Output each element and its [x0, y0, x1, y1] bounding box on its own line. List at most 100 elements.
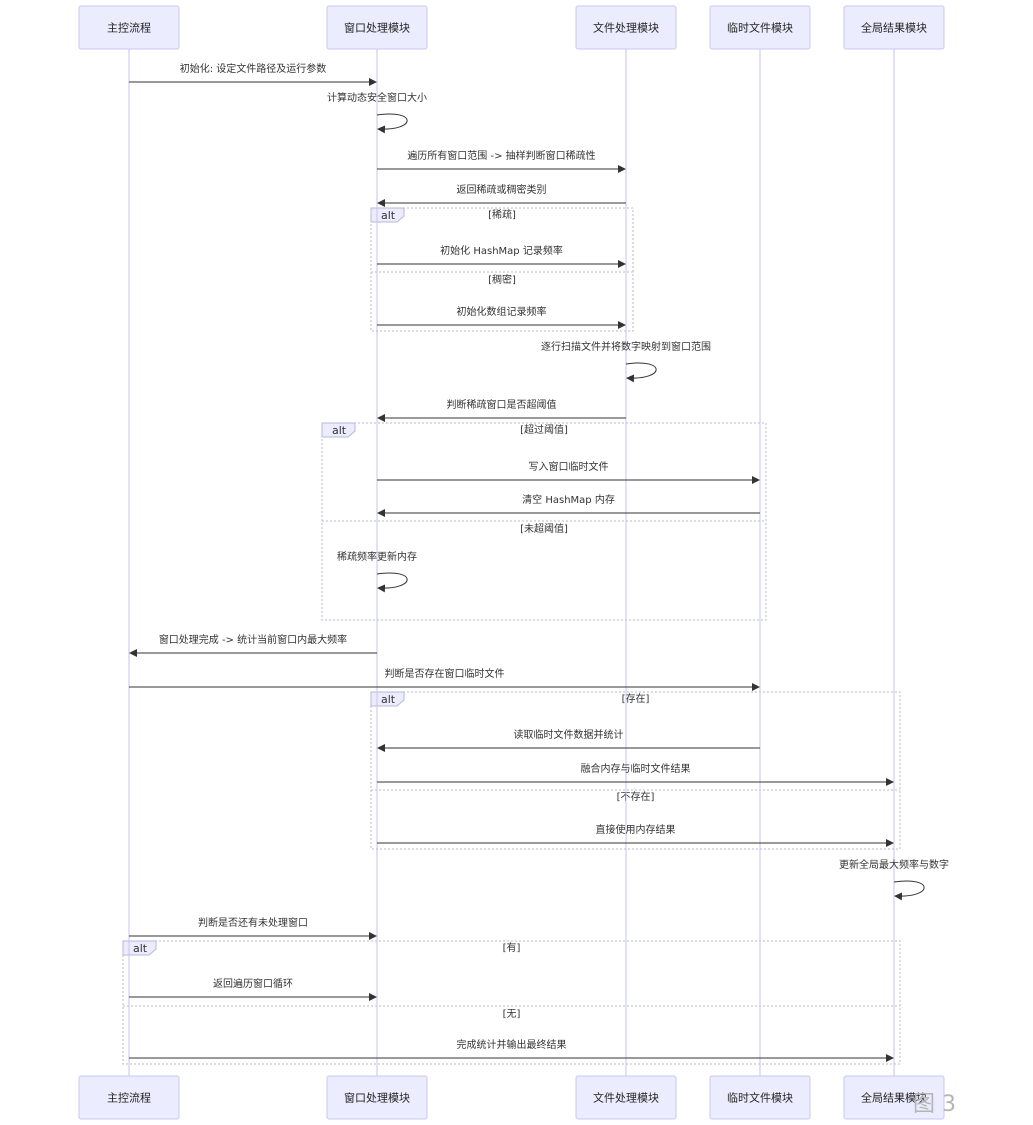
fragment-tab [370, 691, 405, 707]
actor-label: 临时文件模块 [727, 1091, 793, 1105]
message-9: 清空 HashMap 内存 [377, 493, 760, 517]
actor-top-3: 临时文件模块 [709, 5, 811, 50]
message-label: 直接使用内存结果 [596, 823, 676, 836]
message-13: 读取临时文件数据并统计 [377, 728, 760, 752]
message-17: 判断是否还有未处理窗口 [129, 916, 377, 940]
message-label: 更新全局最大频率与数字 [839, 858, 949, 871]
message-label: 融合内存与临时文件结果 [581, 762, 691, 775]
actor-bottom-0: 主控流程 [78, 1075, 180, 1120]
actor-label: 临时文件模块 [727, 21, 793, 35]
actor-label: 全局结果模块 [861, 21, 927, 35]
fragment-condition: [无] [503, 1009, 521, 1020]
fragment-condition: [存在] [622, 692, 650, 705]
self-message-arrow [376, 113, 408, 134]
alt-fragment-2: alt [存在] [不存在] [370, 691, 901, 850]
fragment-border [370, 691, 901, 850]
fragment-condition: [未超阈值] [520, 522, 568, 535]
alt-fragment-0: alt [稀疏] [稠密] [370, 207, 634, 332]
fragment-type-label: alt [381, 209, 396, 222]
message-label: 写入窗口临时文件 [529, 460, 609, 473]
message-5: 初始化数组记录频率 [377, 305, 626, 329]
message-4: 初始化 HashMap 记录频率 [377, 244, 626, 268]
message-2: 遍历所有窗口范围 -> 抽样判断窗口稀疏性 [377, 149, 626, 173]
message-19: 完成统计并输出最终结果 [129, 1038, 894, 1062]
fragment-condition: [超过阈值] [520, 423, 568, 436]
actor-top-4: 全局结果模块 [843, 5, 945, 50]
alt-fragment-3: alt [有] [无] [122, 940, 901, 1065]
message-16: 更新全局最大频率与数字 [839, 858, 949, 901]
message-label: 逐行扫描文件并将数字映射到窗口范围 [541, 340, 711, 353]
actor-bottom-4: 全局结果模块 [843, 1075, 945, 1120]
actor-label: 主控流程 [107, 21, 151, 35]
self-message-arrow [376, 572, 408, 593]
alt-fragment-1: alt [超过阈值] [未超阈值] [321, 422, 767, 621]
fragment-tab [370, 207, 405, 223]
fragment-condition: [稀疏] [488, 208, 516, 221]
actor-box [326, 1075, 428, 1120]
message-1: 计算动态安全窗口大小 [327, 91, 427, 134]
actor-label: 窗口处理模块 [344, 21, 410, 35]
fragment-border [370, 207, 634, 332]
message-label: 判断是否存在窗口临时文件 [385, 667, 505, 680]
actor-top-2: 文件处理模块 [575, 5, 677, 50]
actor-label: 主控流程 [107, 1091, 151, 1105]
actor-label: 全局结果模块 [861, 1091, 927, 1105]
actor-label: 文件处理模块 [593, 21, 659, 35]
actor-bottom-2: 文件处理模块 [575, 1075, 677, 1120]
actor-box [78, 5, 180, 50]
message-15: 直接使用内存结果 [377, 823, 894, 847]
actor-top-0: 主控流程 [78, 5, 180, 50]
message-0: 初始化: 设定文件路径及运行参数 [129, 62, 377, 86]
actor-top-1: 窗口处理模块 [326, 5, 428, 50]
actor-box [326, 5, 428, 50]
message-label: 稀疏频率更新内存 [337, 550, 417, 563]
message-label: 窗口处理完成 -> 统计当前窗口内最大频率 [159, 633, 347, 646]
actor-label: 窗口处理模块 [344, 1091, 410, 1105]
message-6: 逐行扫描文件并将数字映射到窗口范围 [541, 340, 711, 383]
message-label: 返回遍历窗口循环 [213, 977, 293, 990]
actor-box [78, 1075, 180, 1120]
message-label: 初始化: 设定文件路径及运行参数 [180, 62, 327, 75]
message-8: 写入窗口临时文件 [377, 460, 760, 484]
fragment-type-label: alt [381, 693, 396, 706]
actor-box [575, 5, 677, 50]
message-label: 计算动态安全窗口大小 [327, 91, 427, 104]
message-label: 初始化数组记录频率 [457, 305, 547, 318]
actor-box [843, 5, 945, 50]
actor-box [843, 1075, 945, 1120]
message-label: 返回稀疏或稠密类别 [457, 183, 547, 196]
fragment-tab [122, 940, 157, 956]
message-7: 判断稀疏窗口是否超阈值 [377, 398, 626, 422]
watermark-text: 图 3 [913, 1092, 956, 1117]
self-message-arrow [893, 880, 925, 901]
message-label: 判断稀疏窗口是否超阈值 [447, 398, 557, 411]
actor-label: 文件处理模块 [593, 1091, 659, 1105]
actor-box [709, 1075, 811, 1120]
actor-box [575, 1075, 677, 1120]
actor-box [709, 5, 811, 50]
fragment-condition: [稠密] [488, 273, 516, 286]
self-message-arrow [625, 362, 657, 383]
message-18: 返回遍历窗口循环 [129, 977, 377, 1001]
message-12: 判断是否存在窗口临时文件 [129, 667, 760, 691]
fragment-border [122, 940, 901, 1065]
fragment-border [321, 422, 767, 621]
message-14: 融合内存与临时文件结果 [377, 762, 894, 786]
message-label: 读取临时文件数据并统计 [514, 728, 624, 741]
message-label: 判断是否还有未处理窗口 [198, 916, 308, 929]
message-label: 初始化 HashMap 记录频率 [440, 244, 563, 257]
message-label: 遍历所有窗口范围 -> 抽样判断窗口稀疏性 [407, 149, 595, 162]
actor-bottom-1: 窗口处理模块 [326, 1075, 428, 1120]
fragment-type-label: alt [133, 942, 148, 955]
fragment-condition: [有] [503, 941, 521, 954]
message-label: 清空 HashMap 内存 [522, 493, 615, 506]
message-3: 返回稀疏或稠密类别 [377, 183, 626, 207]
message-10: 稀疏频率更新内存 [337, 550, 417, 593]
actor-bottom-3: 临时文件模块 [709, 1075, 811, 1120]
fragment-tab [321, 422, 356, 438]
message-11: 窗口处理完成 -> 统计当前窗口内最大频率 [129, 633, 377, 657]
message-label: 完成统计并输出最终结果 [457, 1038, 567, 1051]
fragment-condition: [不存在] [617, 790, 655, 803]
fragment-type-label: alt [332, 424, 347, 437]
